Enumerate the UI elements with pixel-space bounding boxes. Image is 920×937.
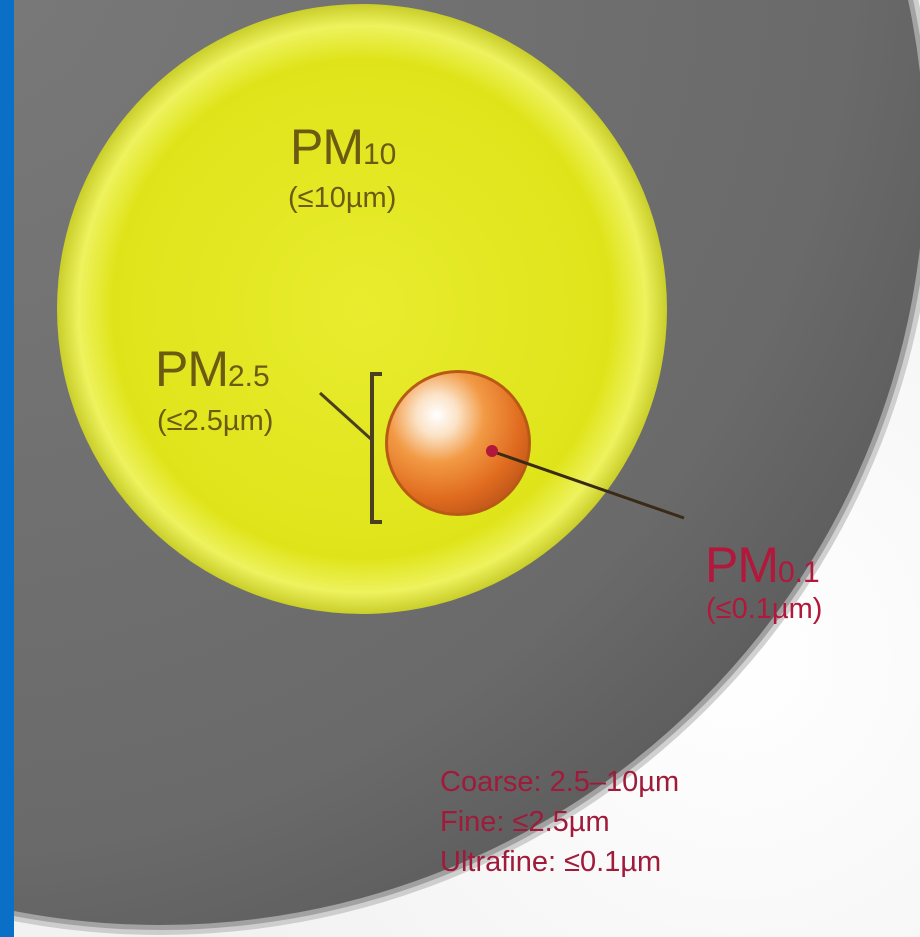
pm25-range: (≤2.5µm) xyxy=(157,405,274,437)
legend-coarse: Coarse: 2.5–10µm xyxy=(440,766,680,798)
pm01-leader-line xyxy=(493,450,685,520)
size-legend: Coarse: 2.5–10µm Fine: ≤2.5µm Ultrafine:… xyxy=(440,762,679,882)
pm25-sphere xyxy=(388,373,528,513)
pm25-leader-line xyxy=(318,391,374,442)
pm25-label-main: PM xyxy=(155,341,229,397)
pm25-label: PM2.5 xyxy=(155,340,270,398)
pm01-label-sub: 0.1 xyxy=(778,556,820,589)
pm10-label-sub: 10 xyxy=(363,138,397,171)
pm01-label: PM0.1 xyxy=(705,536,820,594)
pm25-label-sub: 2.5 xyxy=(228,360,270,393)
pm10-label: PM10 xyxy=(290,118,396,176)
blue-edge-bar xyxy=(0,0,14,937)
pm10-label-main: PM xyxy=(290,119,364,175)
pm01-label-main: PM xyxy=(705,537,779,593)
legend-fine: Fine: ≤2.5µm xyxy=(440,806,610,838)
pm10-sphere xyxy=(57,4,667,614)
legend-ultrafine: Ultrafine: ≤0.1µm xyxy=(440,846,662,878)
pm01-range: (≤0.1µm) xyxy=(706,593,823,625)
pm25-bracket xyxy=(370,372,382,524)
pm01-dot xyxy=(486,445,498,457)
pm10-range: (≤10µm) xyxy=(288,182,397,214)
